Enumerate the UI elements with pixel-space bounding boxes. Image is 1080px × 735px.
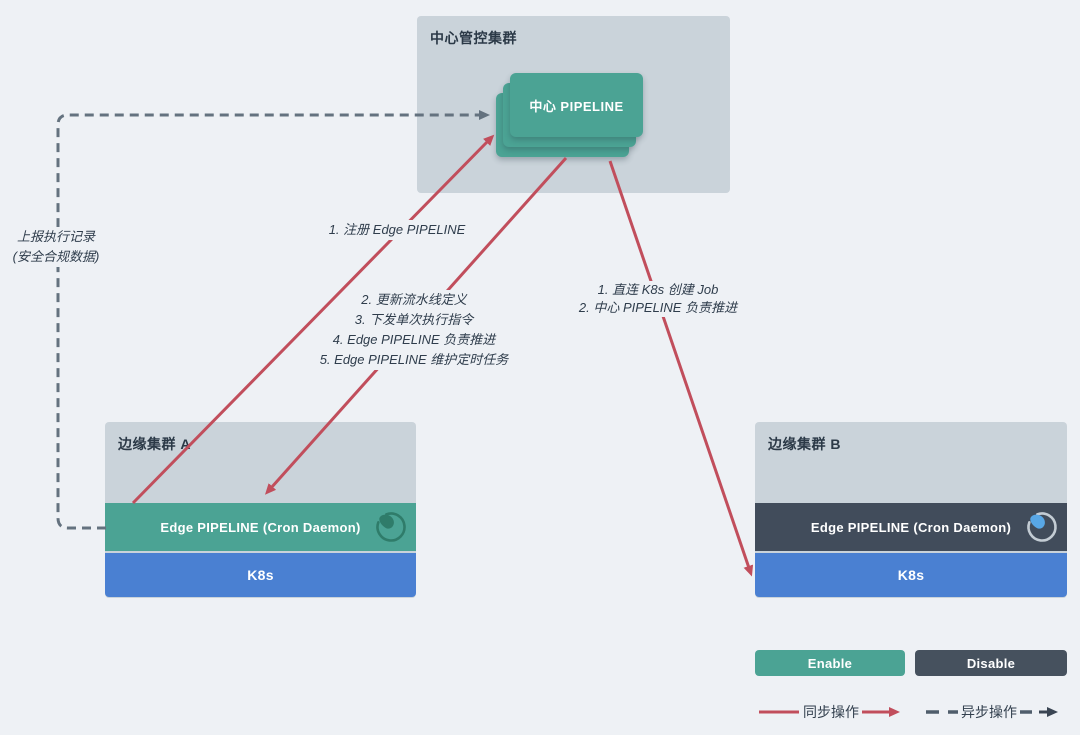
edge-b-pipeline-row: Edge PIPELINE (Cron Daemon): [755, 503, 1067, 551]
sync-k8s-job-arrow: [608, 160, 754, 577]
edge-a-pipeline-label: Edge PIPELINE (Cron Daemon): [160, 519, 361, 535]
central-pipeline-label: 中心 PIPELINE: [529, 98, 624, 114]
edge-cluster-b-box: 边缘集群 B Edge PIPELINE (Cron Daemon) K8s: [755, 422, 1067, 598]
sync-arrow-icon: [862, 707, 900, 717]
edge-cluster-a-box: 边缘集群 A Edge PIPELINE (Cron Daemon) K8s: [105, 422, 416, 598]
edge-flow-step: 2. 更新流水线定义: [358, 290, 470, 310]
edge-flow-step: 3. 下发单次执行指令: [351, 310, 477, 330]
central-pipeline-card: 中心 PIPELINE: [510, 73, 643, 137]
async-legend-label: 异步操作: [961, 704, 1017, 720]
edge-b-k8s-row: K8s: [755, 553, 1067, 597]
edge-cluster-b-title: 边缘集群 B: [768, 436, 841, 452]
report-annotation: 上报执行记录 (安全合规数据): [6, 227, 106, 267]
edge-flow-annotation: 2. 更新流水线定义 3. 下发单次执行指令 4. Edge PIPELINE …: [300, 290, 528, 370]
disable-button[interactable]: Disable: [915, 650, 1067, 676]
enable-button[interactable]: Enable: [755, 650, 905, 676]
timer-icon: [376, 512, 406, 542]
edge-flow-step: 4. Edge PIPELINE 负责推进: [329, 330, 499, 350]
edge-cluster-a-title: 边缘集群 A: [118, 436, 191, 452]
edge-b-k8s-label: K8s: [897, 567, 925, 583]
central-flow-step: 2. 中心 PIPELINE 负责推进: [575, 299, 741, 317]
timer-icon: [1027, 512, 1057, 542]
report-annotation-line1: 上报执行记录: [13, 227, 98, 247]
edge-b-pipeline-label: Edge PIPELINE (Cron Daemon): [810, 519, 1012, 535]
register-annotation: 1. 注册 Edge PIPELINE: [300, 220, 494, 240]
central-flow-step: 1. 直连 K8s 创建 Job: [594, 281, 722, 299]
central-cluster-title: 中心管控集群: [430, 30, 517, 46]
sync-line-icon: [759, 710, 799, 714]
edge-a-k8s-label: K8s: [247, 567, 274, 583]
edge-a-k8s-row: K8s: [105, 553, 416, 597]
async-arrow-icon: [1020, 707, 1058, 717]
report-annotation-line2: (安全合规数据): [9, 247, 103, 267]
async-dash-icon: [926, 710, 958, 714]
legend: 同步操作 异步操作: [758, 701, 1060, 723]
central-flow-annotation: 1. 直连 K8s 创建 Job 2. 中心 PIPELINE 负责推进: [548, 281, 768, 317]
edge-flow-step: 5. Edge PIPELINE 维护定时任务: [316, 350, 512, 370]
sync-legend-label: 同步操作: [803, 704, 859, 720]
edge-a-pipeline-row: Edge PIPELINE (Cron Daemon): [105, 503, 416, 551]
